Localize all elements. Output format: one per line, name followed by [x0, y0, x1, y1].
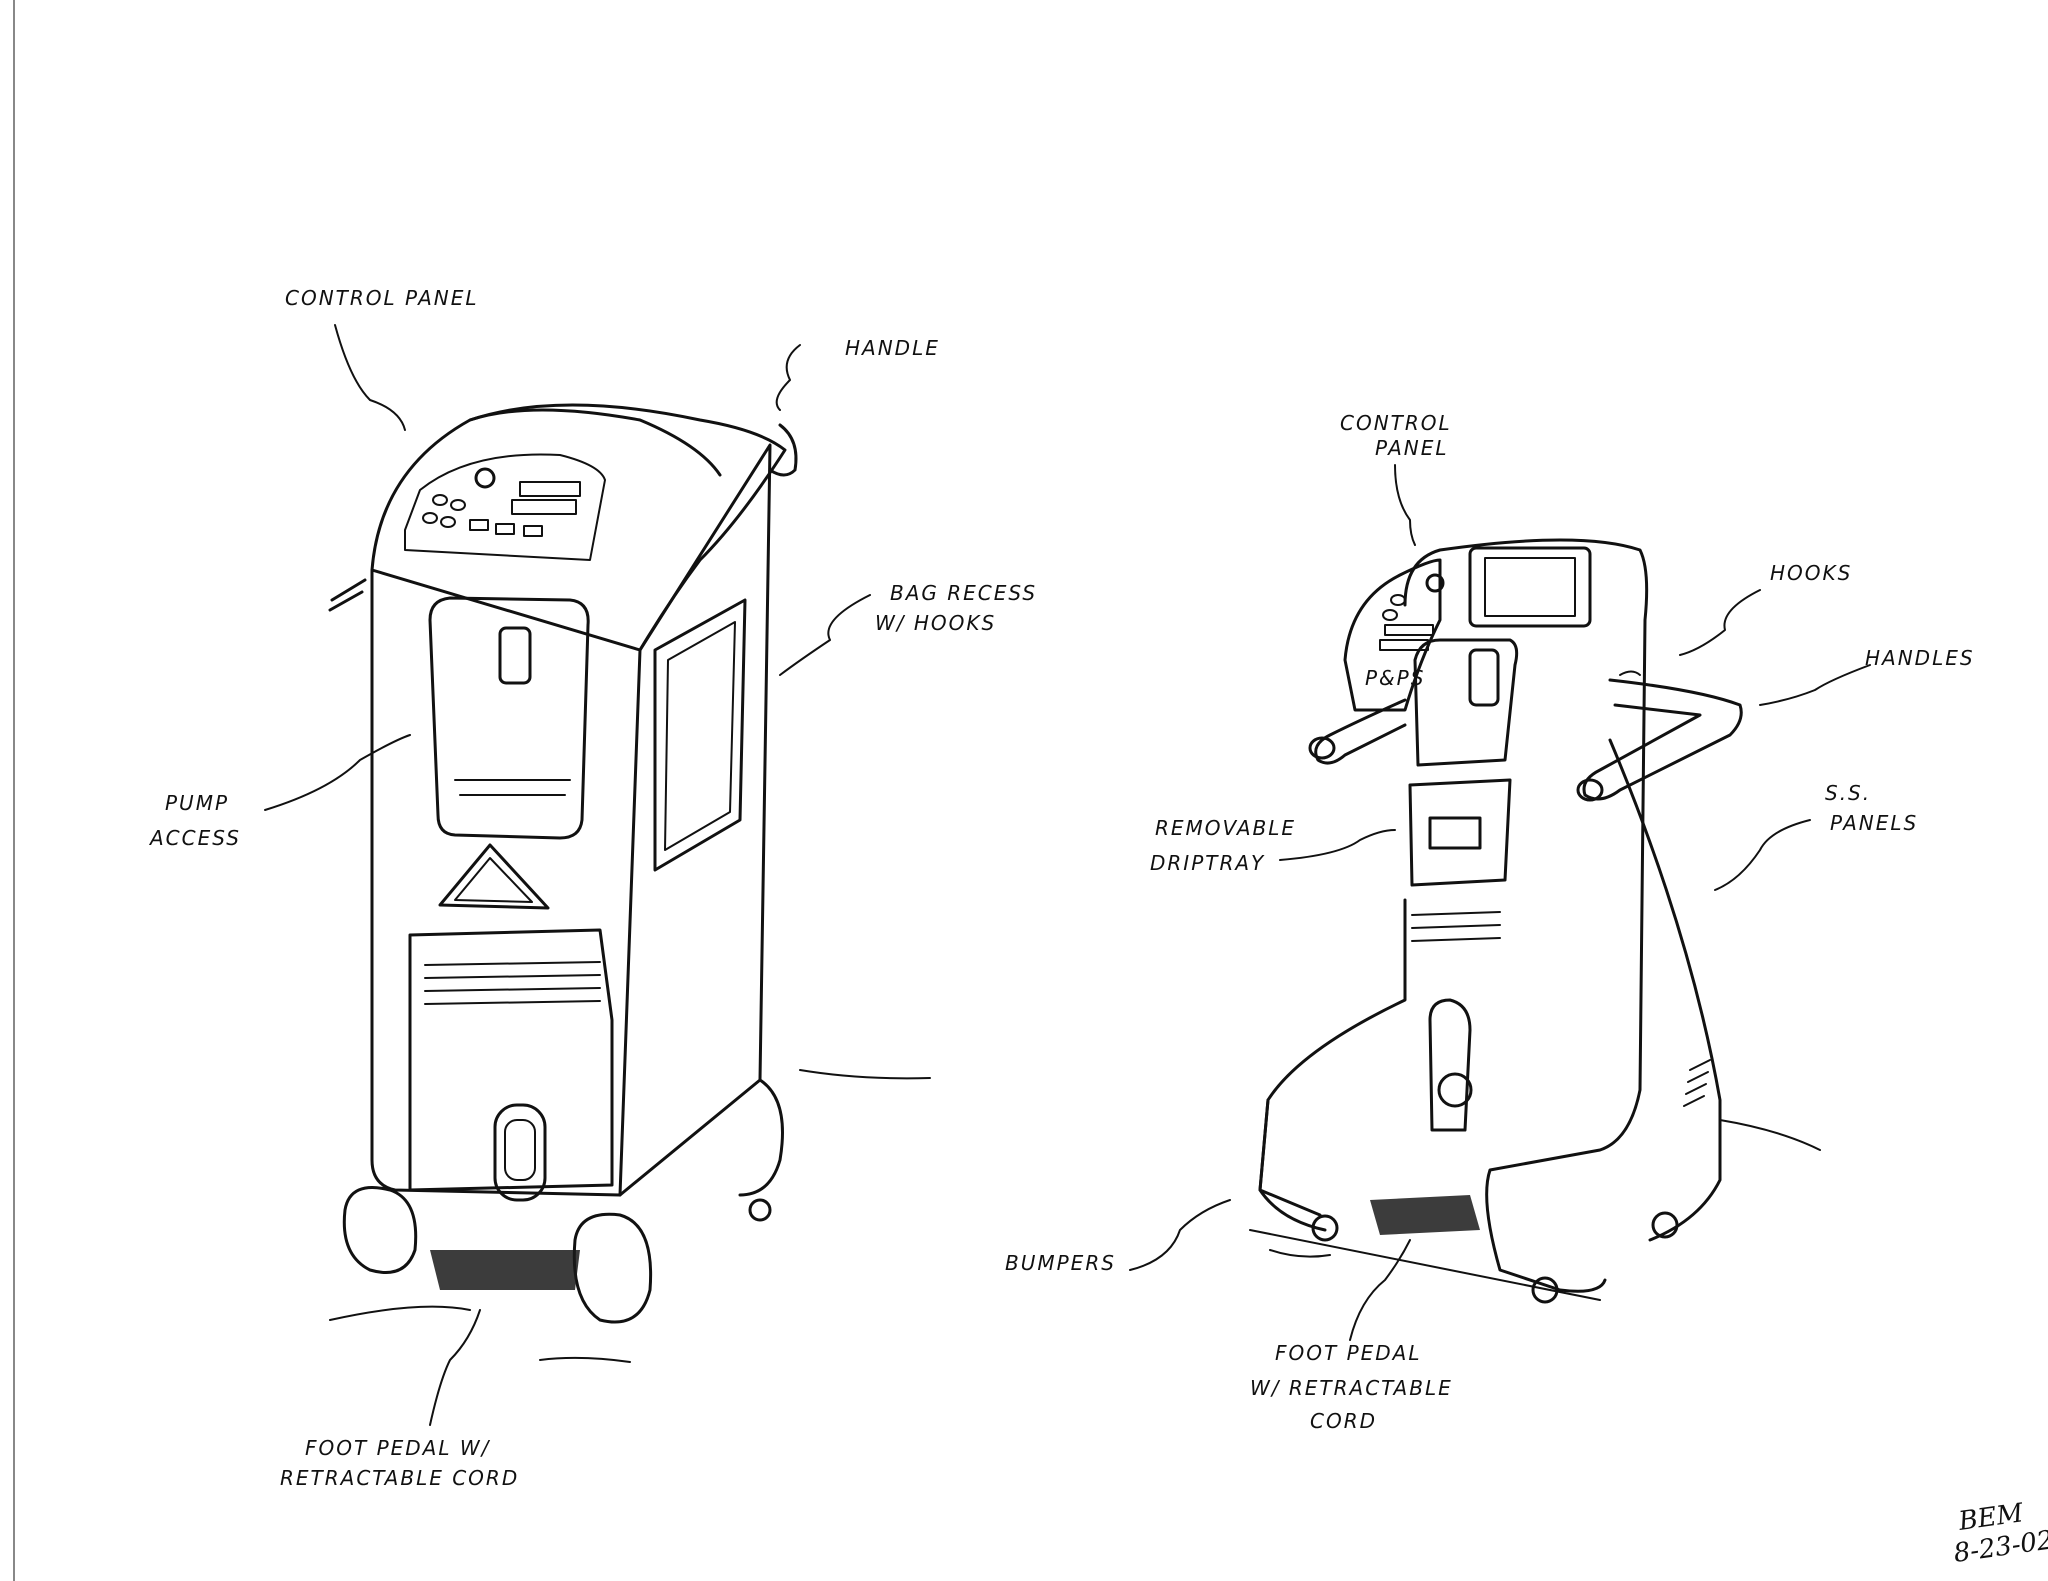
right-handle-right: [1582, 678, 1743, 801]
left-pump-head: [498, 626, 532, 685]
right-wheel-back-right: [1651, 1211, 1679, 1239]
label-right-foot-pedal-2: W/ RETRACTABLE: [1250, 1376, 1453, 1400]
left-bag-recess: [653, 598, 747, 872]
right-panel-screen-inner: [1484, 557, 1576, 617]
right-body-left-flare: [1258, 898, 1407, 1232]
label-right-ss-panels-2: PANELS: [1830, 811, 1918, 835]
label-left-control-panel: CONTROL PANEL: [285, 286, 479, 310]
label-right-control-panel-1: CONTROL: [1340, 411, 1452, 435]
left-vents: [424, 961, 601, 1005]
leader-left-foot-pedal: [429, 1309, 481, 1426]
right-ground-lines: [1249, 1119, 1821, 1301]
right-under-shadow: [1370, 1195, 1480, 1235]
label-right-drip-tray-1: REMOVABLE: [1155, 816, 1296, 840]
label-right-drip-tray-2: DRIPTRAY: [1150, 851, 1265, 875]
left-bag-recess-inner: [664, 621, 736, 851]
label-right-control-panel-2: PANEL: [1375, 436, 1449, 460]
label-right-foot-pedal-1: FOOT PEDAL: [1275, 1341, 1421, 1365]
label-right-hooks: HOOKS: [1770, 561, 1852, 585]
right-foot-pedal: [1428, 998, 1472, 1132]
right-handle-left-end: [1308, 736, 1336, 760]
right-wheel-front-right: [1531, 1276, 1559, 1304]
left-body-front: [370, 568, 642, 1197]
left-ground-shadow: [329, 1069, 931, 1363]
label-left-foot-pedal-1: FOOT PEDAL W/: [305, 1436, 491, 1460]
label-left-bag-recess-1: BAG RECESS: [890, 581, 1037, 605]
leader-left-control-panel: [334, 324, 406, 431]
right-panel-knob: [1425, 573, 1445, 593]
right-wheel-front-left: [1311, 1214, 1339, 1242]
left-bumper-back: [738, 1078, 784, 1197]
left-foot-pedal-inner: [504, 1119, 536, 1181]
label-left-bag-recess-2: W/ HOOKS: [875, 611, 996, 635]
right-body-side: [1608, 738, 1722, 1242]
left-foot-pedal: [493, 1103, 547, 1202]
right-handle-right-end: [1576, 778, 1604, 802]
label-left-pump-access-2: ACCESS: [148, 826, 241, 850]
label-left-handle: HANDLE: [845, 336, 940, 360]
left-control-panel: [404, 453, 606, 561]
label-left-pump-access-1: PUMP: [165, 791, 229, 815]
leader-right-hooks: [1679, 589, 1761, 656]
right-machine-sketch: P&PS: [1249, 538, 1821, 1304]
left-hood: [370, 403, 787, 652]
right-handle-left: [1314, 698, 1407, 765]
label-left-foot-pedal-2: RETRACTABLE CORD: [280, 1466, 519, 1490]
label-right-handles: HANDLES: [1865, 646, 1975, 670]
leader-left-bag-recess: [779, 594, 871, 676]
left-wheel-back: [748, 1198, 772, 1222]
right-drip-tray: [1408, 778, 1512, 887]
right-pump-head: [1468, 648, 1500, 707]
right-body-outline: [1403, 538, 1649, 1293]
label-right-ss-panels-1: S.S.: [1825, 781, 1871, 805]
leader-right-control-panel: [1394, 464, 1416, 546]
left-leaders: [264, 324, 871, 1426]
left-bumper-right: [572, 1212, 653, 1324]
right-pump-recess: [1413, 638, 1519, 767]
left-machine-sketch: [328, 403, 931, 1363]
label-right-foot-pedal-3: CORD: [1310, 1409, 1377, 1433]
leader-right-foot-pedal: [1349, 1239, 1411, 1341]
right-left-panel: [1258, 1098, 1322, 1217]
left-triangle-mark: [438, 843, 550, 910]
left-under-shadow: [430, 1250, 580, 1290]
right-vents-front: [1411, 911, 1501, 942]
left-hood-top-edge: [468, 408, 722, 477]
left-panel-knob: [474, 467, 496, 489]
leader-right-ss-panels: [1714, 819, 1811, 891]
label-right-bumpers: BUMPERS: [1005, 1251, 1116, 1275]
right-hook: [1619, 670, 1641, 676]
right-vents-side: [1683, 1059, 1711, 1107]
right-leaders: [1129, 464, 1871, 1341]
left-bumper-front: [342, 1186, 418, 1274]
left-handle: [768, 423, 798, 477]
left-body-side: [618, 443, 772, 1197]
left-side-handle: [328, 578, 367, 612]
left-pump-access: [428, 596, 590, 840]
left-pump-tray-lines: [454, 779, 571, 796]
left-lower-panel: [408, 928, 614, 1192]
leader-right-drip-tray: [1279, 829, 1396, 861]
right-panel-buttons: [1379, 594, 1434, 651]
left-triangle-inner: [454, 857, 533, 903]
right-drip-tray-slot: [1428, 816, 1482, 850]
right-panel-model-text: P&PS: [1365, 666, 1425, 690]
right-foot-pedal-disc: [1437, 1072, 1473, 1108]
leader-right-bumpers: [1129, 1199, 1231, 1271]
leader-right-handles: [1759, 664, 1871, 706]
left-panel-buttons: [422, 481, 581, 537]
leader-left-handle: [775, 344, 801, 411]
leader-left-pump-access: [264, 734, 411, 811]
right-panel-screen: [1468, 546, 1592, 628]
